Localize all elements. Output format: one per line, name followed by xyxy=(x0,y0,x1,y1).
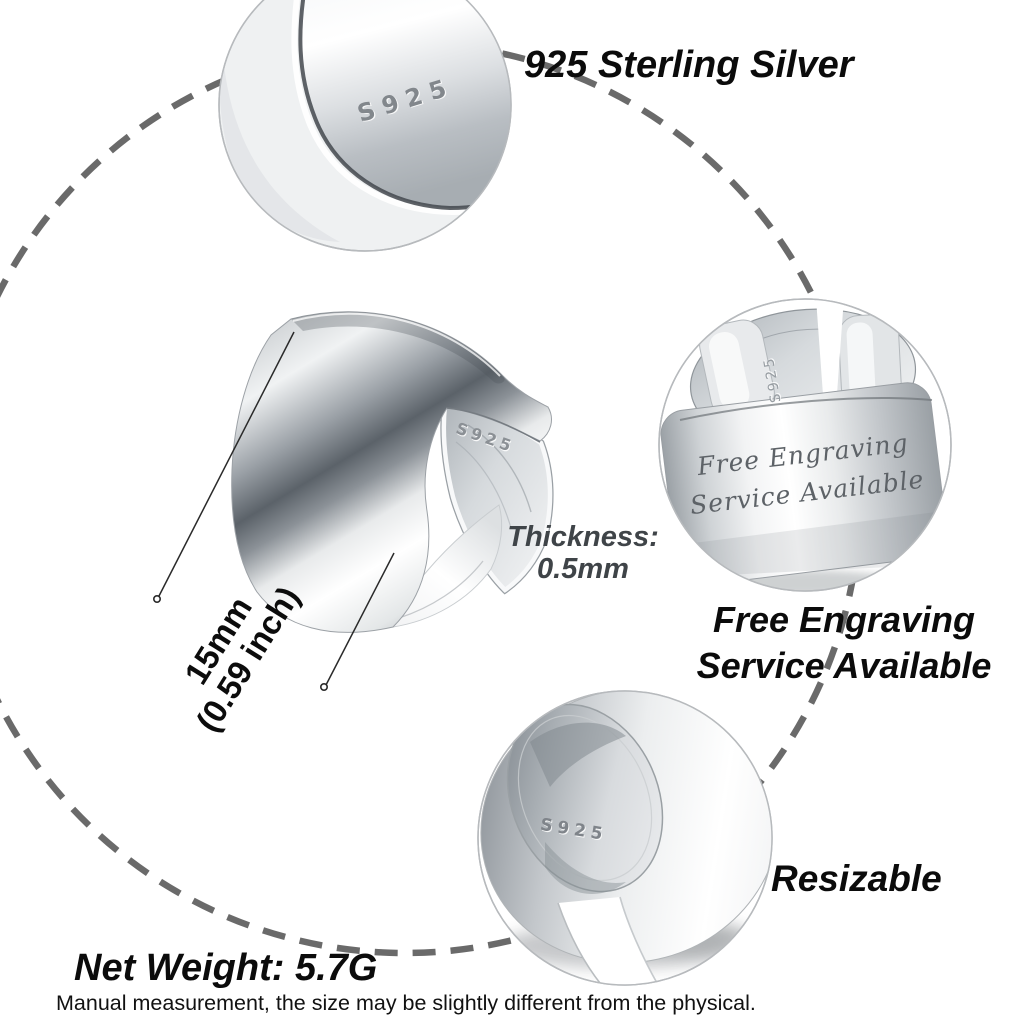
resizable-ring-illustration xyxy=(480,691,772,985)
disclaimer-text: Manual measurement, the size may be slig… xyxy=(56,991,756,1015)
closeup-photo-circle xyxy=(218,0,512,252)
free-engraving-label: Free Engraving Service Available xyxy=(694,597,994,689)
main-ring-illustration xyxy=(231,311,554,633)
dimension-lines xyxy=(153,331,395,691)
thickness-label: Thickness: xyxy=(507,521,659,553)
resizable-photo-circle xyxy=(477,690,773,986)
resizable-label: Resizable xyxy=(771,858,942,899)
thickness-value: 0.5mm xyxy=(537,553,629,586)
free-engraving-label-line1: Free Engraving xyxy=(712,599,976,640)
thickness-annotation: Thickness: 0.5mm xyxy=(498,521,668,586)
net-weight-label: Net Weight: 5.7G xyxy=(74,947,378,989)
free-engraving-label-line2: Service Available xyxy=(696,645,992,687)
title-925-sterling-silver: 925 Sterling Silver xyxy=(524,44,854,86)
